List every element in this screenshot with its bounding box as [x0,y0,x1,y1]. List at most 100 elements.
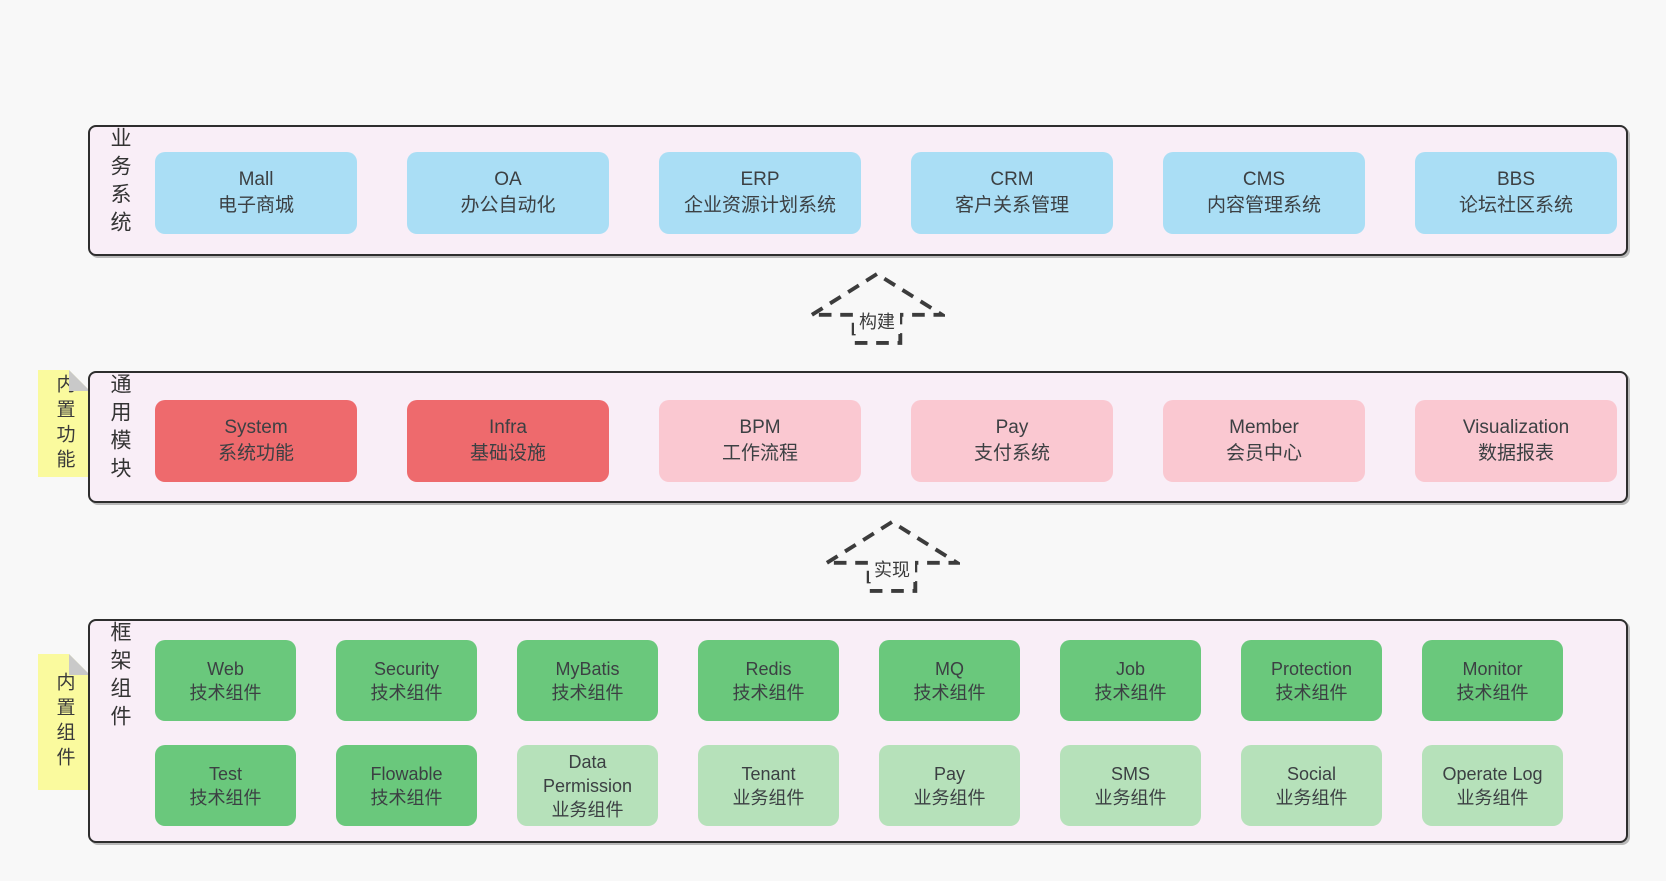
box-subtitle: 办公自动化 [460,195,556,216]
box-bpm: BPM 工作流程 [659,400,861,482]
box-subtitle: 技术组件 [189,682,262,703]
box-operate-log: Operate Log 业务组件 [1422,745,1563,826]
layer-business-systems: 业务系统 Mall 电子商城 OA 办公自动化 ERP 企业资源计划系统 CRM… [88,125,1628,256]
box-title: System [224,417,288,438]
box-pay: Pay 支付系统 [911,400,1113,482]
box-title: Mall [238,169,274,190]
box-title: Pay [995,417,1029,438]
box-title: Test [208,763,242,784]
sticky-note-label: 内置组件 [53,672,75,772]
box-tenant: Tenant 业务组件 [698,745,839,826]
box-visualization: Visualization 数据报表 [1415,400,1617,482]
sticky-note-label: 内置功能 [53,373,75,474]
box-title: Job [1115,658,1146,679]
sticky-note-built-in-components: 内置组件 [38,654,90,790]
box-title: Flowable [370,763,443,784]
box-subtitle: 技术组件 [1094,682,1167,703]
box-subtitle: 技术组件 [370,787,443,808]
box-subtitle: 业务组件 [1275,787,1348,808]
common-modules-row: System 系统功能 Infra 基础设施 BPM 工作流程 Pay 支付系统… [155,400,1617,482]
box-title: Monitor [1462,658,1523,679]
implement-arrow: 实现 [824,518,960,594]
box-test: Test 技术组件 [155,745,296,826]
box-title: BPM [739,417,781,438]
box-subtitle: 技术组件 [732,682,805,703]
box-subtitle: 技术组件 [1456,682,1529,703]
box-title: Data Permission [542,751,633,796]
sticky-note-built-in-functions: 内置功能 [38,370,90,477]
box-subtitle: 企业资源计划系统 [683,195,836,216]
box-title: Security [373,658,440,679]
framework-components-row-1: Web 技术组件 Security 技术组件 MyBatis 技术组件 Redi… [155,640,1563,721]
box-subtitle: 工作流程 [721,443,798,464]
box-subtitle: 支付系统 [973,443,1050,464]
box-title: CMS [1242,169,1286,190]
box-system: System 系统功能 [155,400,357,482]
box-subtitle: 基础设施 [469,443,546,464]
layer-title-common-modules: 通用模块 [108,373,131,485]
box-title: Member [1229,417,1299,438]
box-title: Social [1286,763,1337,784]
box-subtitle: 电子商城 [217,195,294,216]
box-title: Operate Log [1442,763,1543,784]
box-subtitle: 业务组件 [1094,787,1167,808]
box-mybatis: MyBatis 技术组件 [517,640,658,721]
box-subtitle: 业务组件 [732,787,805,808]
box-title: CRM [990,169,1034,190]
box-pay-biz: Pay 业务组件 [879,745,1020,826]
box-subtitle: 技术组件 [370,682,443,703]
box-title: Redis [745,658,792,679]
box-title: Web [207,658,244,679]
box-mall: Mall 电子商城 [155,152,357,234]
box-title: BBS [1496,169,1536,190]
box-title: ERP [740,169,780,190]
box-web: Web 技术组件 [155,640,296,721]
box-subtitle: 技术组件 [551,682,624,703]
dashed-up-arrow-icon [809,271,945,345]
build-arrow: 构建 [809,270,945,346]
box-title: Visualization [1462,417,1570,438]
box-subtitle: 技术组件 [189,787,262,808]
build-arrow-label: 构建 [854,308,900,334]
box-redis: Redis 技术组件 [698,640,839,721]
box-flowable: Flowable 技术组件 [336,745,477,826]
box-subtitle: 数据报表 [1477,443,1554,464]
box-subtitle: 系统功能 [217,443,294,464]
box-sms: SMS 业务组件 [1060,745,1201,826]
box-title: MQ [935,658,964,679]
box-title: OA [494,169,522,190]
box-member: Member 会员中心 [1163,400,1365,482]
box-crm: CRM 客户关系管理 [911,152,1113,234]
box-protection: Protection 技术组件 [1241,640,1382,721]
dashed-up-arrow-icon [824,519,960,593]
box-erp: ERP 企业资源计划系统 [659,152,861,234]
framework-components-row-2: Test 技术组件 Flowable 技术组件 Data Permission … [155,745,1563,826]
folded-corner-icon [69,370,90,391]
business-systems-row: Mall 电子商城 OA 办公自动化 ERP 企业资源计划系统 CRM 客户关系… [155,152,1617,234]
box-subtitle: 业务组件 [913,787,986,808]
box-job: Job 技术组件 [1060,640,1201,721]
box-monitor: Monitor 技术组件 [1422,640,1563,721]
box-title: Protection [1270,658,1353,679]
box-title: Tenant [741,763,796,784]
box-data-permission: Data Permission 业务组件 [517,745,658,826]
box-subtitle: 技术组件 [913,682,986,703]
box-subtitle: 论坛社区系统 [1458,195,1573,216]
box-social: Social 业务组件 [1241,745,1382,826]
box-title: Infra [488,417,528,438]
box-oa: OA 办公自动化 [407,152,609,234]
box-subtitle: 业务组件 [551,799,624,820]
box-title: SMS [1110,763,1150,784]
box-security: Security 技术组件 [336,640,477,721]
layer-framework-components: 框架组件 Web 技术组件 Security 技术组件 MyBatis 技术组件… [88,619,1628,843]
layer-common-modules: 通用模块 System 系统功能 Infra 基础设施 BPM 工作流程 Pay… [88,371,1628,503]
box-subtitle: 技术组件 [1275,682,1348,703]
implement-arrow-label: 实现 [869,556,915,582]
layer-title-business-systems: 业务系统 [108,127,131,239]
box-mq: MQ 技术组件 [879,640,1020,721]
box-infra: Infra 基础设施 [407,400,609,482]
box-bbs: BBS 论坛社区系统 [1415,152,1617,234]
box-subtitle: 客户关系管理 [954,195,1069,216]
box-cms: CMS 内容管理系统 [1163,152,1365,234]
